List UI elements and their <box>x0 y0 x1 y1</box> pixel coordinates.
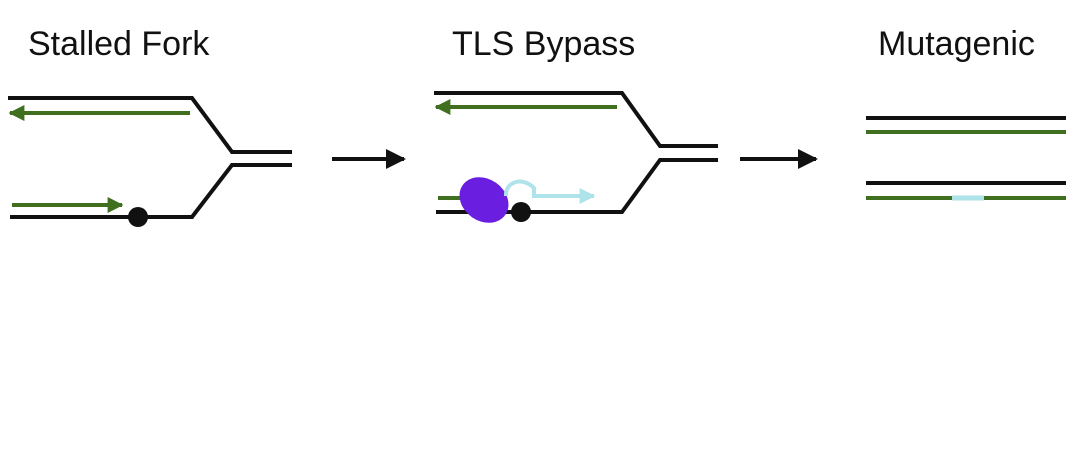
title-mutagenic: Mutagenic <box>878 25 1035 63</box>
stalled-fork-panel <box>8 96 292 227</box>
mutagenic-panel <box>866 116 1066 201</box>
parental-strand-top <box>8 96 292 154</box>
parental-strand-top <box>434 91 718 148</box>
dna-lesion <box>511 202 531 222</box>
title-stalled-fork: Stalled Fork <box>28 25 210 63</box>
dna-lesion <box>128 207 148 227</box>
tls-bypass-panel <box>434 91 718 223</box>
parental-strand-bottom <box>10 163 292 219</box>
tls-synthesis-strand <box>504 179 596 204</box>
tls-polymerase <box>459 177 509 223</box>
title-tls-bypass: TLS Bypass <box>452 25 635 63</box>
